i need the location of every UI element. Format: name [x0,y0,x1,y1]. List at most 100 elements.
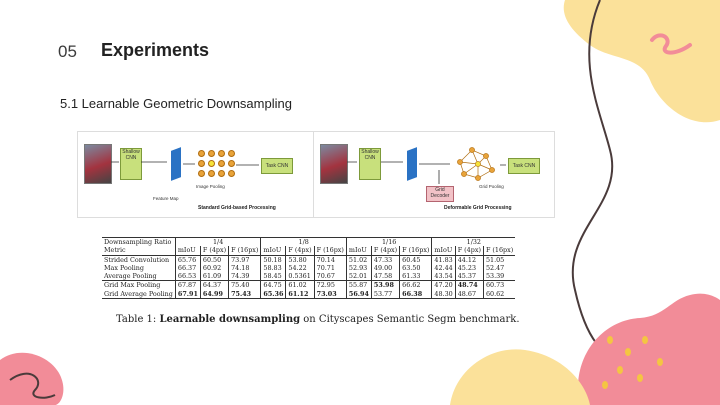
figure-deformable-grid: Shallow CNN Grid Pooling Grid Decoder Ta… [313,131,555,218]
table-header-cell: F (16px) [482,246,516,256]
input-image [84,144,112,184]
table-cell: 64.99 [199,289,229,300]
grid-pooling-label: Grid Pooling [479,184,504,189]
table-cell: 47.20 [431,280,456,290]
dark-squiggle-bottom-left [9,372,56,399]
table-caption-prefix: Table 1: [116,314,160,325]
table-header-cell: mIoU [174,246,201,256]
table-cell: 47.58 [370,272,400,281]
image-pooling-label: Image Pooling [196,184,225,189]
table-cell: 65.76 [174,255,201,264]
table-cell: 56.94 [345,289,372,300]
slide-title: Experiments [101,40,210,60]
table-caption-bold: Learnable downsampling [159,314,301,325]
table-header-cell: 1/16 [345,237,432,247]
table-cell: 53.77 [370,289,400,300]
table-cell: 61.12 [285,289,315,300]
table-cell: 42.44 [431,263,456,273]
table-cell: 60.73 [482,280,516,290]
table-cell: 70.71 [313,263,347,273]
pink-blob-bottom-right [578,293,720,405]
table-cell: 45.23 [454,263,484,273]
image-pooling-grid [198,150,235,180]
table-cell: 65.36 [260,289,286,300]
table-cell: 64.75 [260,280,286,290]
figure-standard-grid: Shallow CNN Feature Map Image Pooling Ta… [77,131,319,218]
table-cell: 61.02 [285,280,315,290]
table-header-cell: 1/4 [174,237,261,247]
table-cell: 49.00 [370,263,400,273]
table-header-cell: F (4px) [454,246,484,256]
shallow-cnn-box: Shallow CNN [359,148,381,180]
table-cell: 41.83 [431,255,456,264]
table-cell: 74.18 [228,263,261,273]
table-row-label: Grid Average Pooling [102,289,176,300]
task-cnn-box: Task CNN [508,158,540,174]
table-header-cell: Downsampling Ratio [102,237,176,247]
task-cnn-box: Task CNN [261,158,293,174]
figure-left-caption: Standard Grid-based Processing [198,205,276,211]
table-header-cell: F (4px) [370,246,400,256]
table-cell: 60.50 [199,255,229,264]
table-header-cell: F (4px) [199,246,229,256]
table-cell: 48.67 [454,289,484,300]
yellow-dots [602,336,663,389]
table-cell: 70.67 [313,272,347,281]
table-cell: 73.03 [313,289,347,300]
table-cell: 53.39 [482,272,516,281]
table-cell: 70.14 [313,255,347,264]
table-cell: 45.37 [454,272,484,281]
section-subtitle: 5.1 Learnable Geometric Downsampling [60,96,292,111]
table-cell: 60.45 [399,255,432,264]
feature-map-label: Feature Map [153,196,179,201]
table-cell: 53.80 [285,255,315,264]
table-row-label: Average Pooling [104,272,157,281]
table-cell: 53.98 [370,280,400,290]
table-header-cell: Metric [102,246,176,256]
table-cell: 66.38 [399,289,432,300]
deformable-graph [457,147,495,181]
yellow-blob-top-right [563,0,720,123]
table-header-cell: 1/32 [431,237,516,247]
table-row-label: Grid Max Pooling [102,280,176,290]
table-cell: 64.37 [199,280,229,290]
table-cell: 60.62 [482,289,516,300]
table-header-cell: F (16px) [313,246,347,256]
table-cell: 63.50 [399,263,432,273]
table-cell: 52.01 [345,272,372,281]
table-cell: 66.37 [174,263,201,273]
table-cell: 47.33 [370,255,400,264]
table-caption: Table 1: Learnable downsampling on Citys… [116,314,520,325]
shallow-cnn-box: Shallow CNN [120,148,142,180]
table-cell: 52.47 [482,263,516,273]
table-cell: 72.95 [313,280,347,290]
table-cell: 73.97 [228,255,261,264]
grid-decoder-box: Grid Decoder [426,186,454,202]
table-cell: 51.02 [345,255,372,264]
table-cell: 67.91 [174,289,201,300]
table-cell: 0.5361 [285,272,315,281]
table-cell: 48.74 [454,280,484,290]
pink-blob-bottom-left [0,352,64,405]
pink-curl-top-right [650,33,692,55]
table-cell: 52.93 [345,263,372,273]
input-image [320,144,348,184]
table-header-cell: 1/8 [260,237,347,247]
table-cell: 74.39 [228,272,261,281]
table-cell: 66.62 [399,280,432,290]
table-cell: 51.05 [482,255,516,264]
table-header-groups: Downsampling Ratio 1/4 1/8 1/16 1/32 [102,237,516,247]
table-cell: 60.92 [199,263,229,273]
table-row-label: Strided Convolution [104,255,170,264]
results-table: Downsampling Ratio 1/4 1/8 1/16 1/32 Met… [102,237,516,300]
table-header-cell: mIoU [260,246,286,256]
table-cell: 50.18 [260,255,286,264]
table-cell: 75.40 [228,280,261,290]
